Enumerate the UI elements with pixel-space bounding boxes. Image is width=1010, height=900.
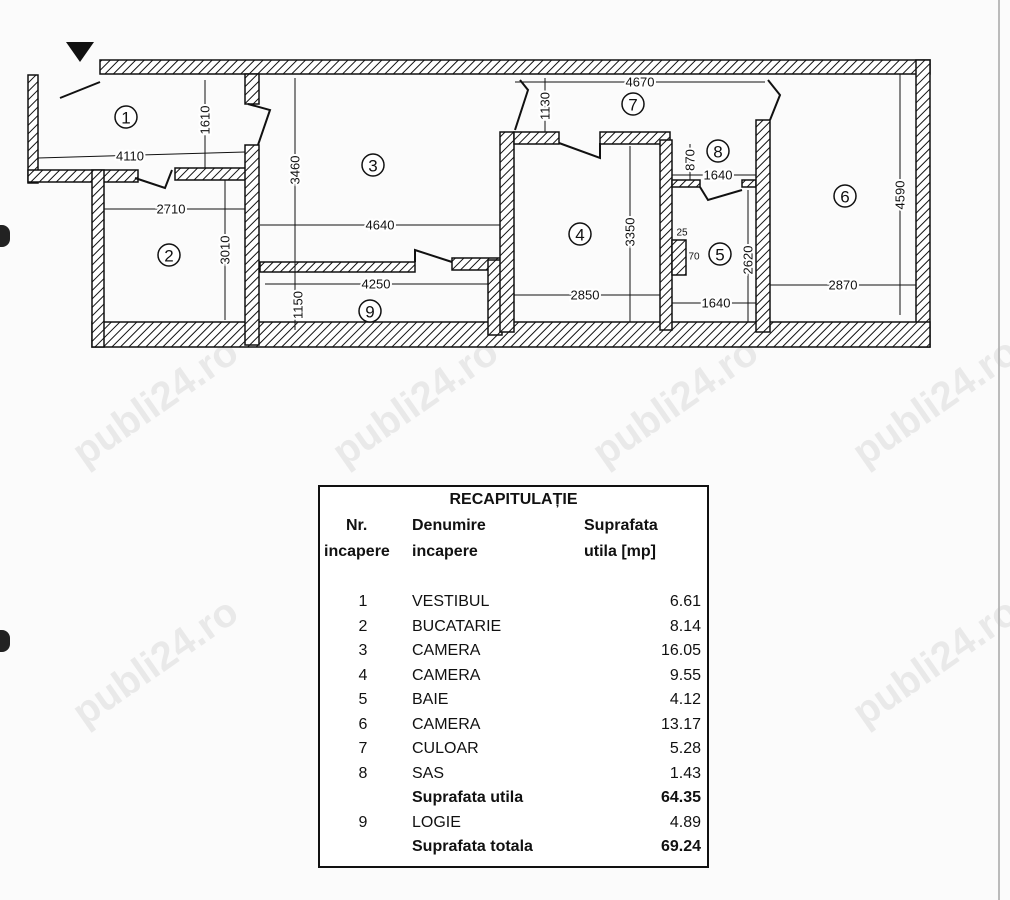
header-name: Denumire (412, 517, 486, 534)
dimension-label: 3350 (623, 218, 638, 247)
room-number: 5 (715, 246, 724, 265)
dimension-label: 4640 (366, 218, 395, 233)
dimension-label: 4590 (893, 181, 908, 210)
room-area: 1.43 (669, 764, 701, 782)
room-name: CULOAR (412, 740, 479, 757)
room-number: 6 (840, 188, 849, 207)
total-area: 64.35 (660, 789, 701, 806)
summary-table: RECAPITULAȚIE Nr. incapere Denumire inca… (318, 485, 709, 868)
table-title: RECAPITULAȚIE (449, 491, 578, 508)
room-markers (114, 92, 857, 323)
floor-plan: 1 2 3 4 5 6 7 8 9 4110 1610 2710 3010 34… (27, 42, 931, 348)
dimension-label: 870 (683, 149, 698, 171)
total-label: Suprafata totala (412, 838, 533, 855)
room-number: 2 (164, 247, 173, 266)
header-nr: Nr. (346, 517, 368, 534)
dimension-label: 2850 (571, 288, 600, 303)
room-number: 3 (368, 157, 377, 176)
dimension-label: 4670 (626, 75, 655, 90)
header-nr: incapere (324, 543, 390, 560)
walls (27, 59, 931, 348)
row-number: 4 (358, 666, 368, 684)
room-name: CAMERA (412, 666, 481, 684)
room-number: 8 (713, 143, 722, 162)
dimension-label: 2710 (157, 202, 186, 217)
room-area: 5.28 (669, 740, 701, 757)
row-number: 6 (358, 715, 368, 733)
room-area: 13.17 (660, 715, 701, 733)
dimension-label: 1150 (291, 291, 306, 319)
dimension-label: 1610 (198, 106, 213, 135)
row-number: 7 (358, 740, 368, 757)
dimension-label: 4110 (116, 149, 144, 164)
row-number: 1 (358, 593, 368, 610)
total-label: Suprafata utila (412, 789, 524, 806)
row-number: 3 (358, 642, 368, 659)
dimension-label: 25 (676, 228, 688, 239)
doors (59, 79, 782, 263)
binder-hole (0, 225, 10, 247)
room-area: 4.12 (669, 691, 701, 708)
dimension-label: 3010 (218, 236, 233, 265)
header-area: utila [mp] (584, 543, 656, 560)
room-number: 7 (628, 96, 637, 115)
dimension-label: 4250 (362, 277, 391, 292)
room-area: 4.89 (669, 813, 701, 831)
header-name: incapere (412, 543, 478, 560)
dimension-label: 3460 (288, 156, 303, 185)
room-area: 9.55 (669, 666, 701, 684)
room-name: BUCATARIE (412, 617, 502, 635)
dimension-label: 1640 (702, 296, 731, 311)
watermark: publi24.ro (844, 589, 1010, 735)
watermark: publi24.ro (64, 589, 247, 735)
dimension-label: 1130 (538, 92, 553, 120)
room-number: 4 (575, 226, 584, 245)
dimension-label: 2870 (829, 278, 858, 293)
room-name: LOGIE (412, 813, 461, 831)
room-name: CAMERA (412, 642, 481, 659)
dimension-label: 70 (688, 252, 700, 263)
room-name: VESTIBUL (412, 593, 490, 610)
room-area: 16.05 (660, 642, 701, 659)
room-name: BAIE (412, 691, 449, 708)
row-number: 5 (358, 691, 368, 708)
total-area: 69.24 (660, 838, 701, 855)
row-number: 9 (358, 813, 368, 831)
room-number: 9 (365, 303, 374, 322)
header-area: Suprafata (584, 517, 658, 534)
entrance-arrow-icon (66, 42, 94, 62)
dimension-lines (37, 74, 916, 330)
row-number: 2 (358, 617, 368, 635)
room-name: CAMERA (412, 715, 481, 733)
dimension-label: 1640 (704, 168, 733, 183)
dimension-label: 2620 (741, 246, 756, 275)
room-area: 6.61 (669, 593, 701, 610)
page-edge (998, 0, 1000, 900)
row-number: 8 (358, 764, 368, 782)
room-area: 8.14 (669, 617, 701, 635)
room-number: 1 (121, 109, 130, 128)
binder-hole (0, 630, 10, 652)
room-name: SAS (412, 764, 445, 782)
